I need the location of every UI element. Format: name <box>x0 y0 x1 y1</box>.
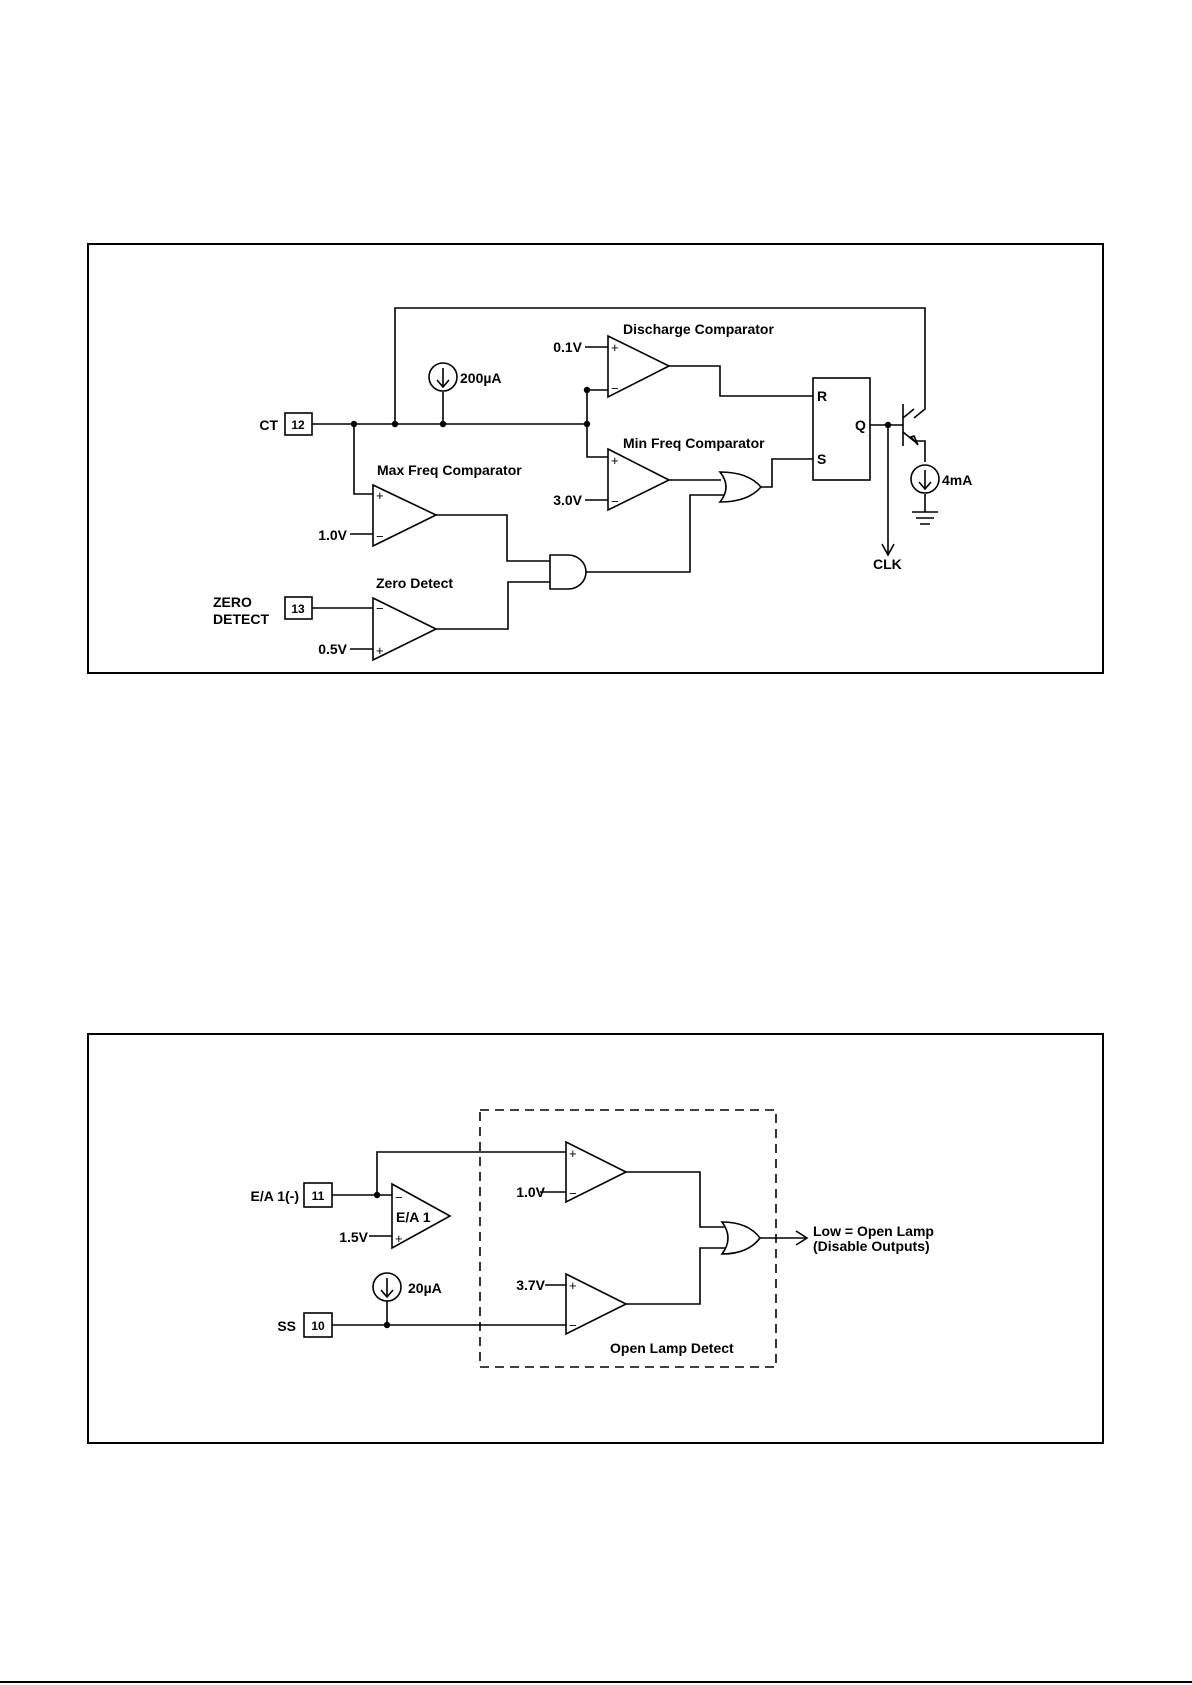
zero-plus: + <box>376 643 384 658</box>
top-plus: + <box>569 1146 577 1161</box>
clk-label: CLK <box>873 556 902 572</box>
minfreq-minus: − <box>611 494 619 509</box>
maxfreq-minus: − <box>376 529 384 544</box>
and-gate <box>550 555 586 589</box>
flipflop-r: R <box>817 388 827 404</box>
page-bottom-rule <box>0 1681 1192 1683</box>
comp-top-ref: 1.0V <box>516 1184 545 1200</box>
open-lamp-comparator-top: + − 1.0V <box>516 1142 626 1202</box>
current-source-4ma: 4mA <box>911 465 972 493</box>
pin-zero-number: 13 <box>291 602 305 616</box>
min-freq-comparator-ref: 3.0V <box>553 492 582 508</box>
current-source-20ua-label: 20µA <box>408 1280 442 1296</box>
diagram1-junctions <box>351 387 891 428</box>
zero-detect-title: Zero Detect <box>376 575 453 591</box>
bottom-minus: − <box>569 1318 577 1333</box>
pin-ea: 11 E/A 1(-) <box>251 1183 332 1207</box>
flipflop-q: Q <box>855 417 866 433</box>
zero-detect-comparator: − + Zero Detect 0.5V <box>318 575 453 660</box>
min-freq-comparator-title: Min Freq Comparator <box>623 435 765 451</box>
ea-amplifier-ref: 1.5V <box>339 1229 368 1245</box>
comp-bottom-ref: 3.7V <box>516 1277 545 1293</box>
discharge-minus: − <box>611 381 619 396</box>
top-minus: − <box>569 1186 577 1201</box>
pin-zero-label-1: ZERO <box>213 594 252 610</box>
max-freq-comparator-ref: 1.0V <box>318 527 347 543</box>
current-source-200ua: 200µA <box>429 363 502 391</box>
ea-minus: − <box>395 1190 403 1205</box>
pin-zero-detect: 13 ZERO DETECT <box>213 594 312 627</box>
current-source-200ua-label: 200µA <box>460 370 502 386</box>
or-gate-2 <box>722 1222 760 1254</box>
pin-ct: 12 CT <box>259 413 312 435</box>
diagram2-frame <box>88 1034 1103 1443</box>
ea-amplifier: − + E/A 1 1.5V <box>339 1184 450 1248</box>
pin-ct-label: CT <box>259 417 278 433</box>
discharge-comparator-ref: 0.1V <box>553 339 582 355</box>
or-gate-1 <box>720 472 761 502</box>
current-source-20ua: 20µA <box>373 1273 442 1301</box>
pin-zero-label-2: DETECT <box>213 611 269 627</box>
zero-detect-ref: 0.5V <box>318 641 347 657</box>
pin-ea-label: E/A 1(-) <box>251 1188 299 1204</box>
max-freq-comparator: + − Max Freq Comparator 1.0V <box>318 462 522 546</box>
pin-ss-number: 10 <box>311 1319 325 1333</box>
discharge-comparator: + − Discharge Comparator 0.1V <box>553 321 774 397</box>
discharge-comparator-title: Discharge Comparator <box>623 321 774 337</box>
pin-ss-label: SS <box>277 1318 296 1334</box>
output-label-2: (Disable Outputs) <box>813 1238 930 1254</box>
pin-ct-number: 12 <box>291 418 305 432</box>
pin-ea-number: 11 <box>312 1189 325 1203</box>
bottom-plus: + <box>569 1278 577 1293</box>
zero-minus: − <box>376 601 384 616</box>
pin-ss: 10 SS <box>277 1313 332 1337</box>
ea-amplifier-title: E/A 1 <box>396 1209 431 1225</box>
rs-flipflop: R S Q <box>813 378 870 480</box>
current-source-4ma-label: 4mA <box>942 472 972 488</box>
minfreq-plus: + <box>611 453 619 468</box>
open-lamp-detect-label: Open Lamp Detect <box>610 1340 734 1356</box>
flipflop-s: S <box>817 451 826 467</box>
discharge-plus: + <box>611 340 619 355</box>
ea-plus: + <box>395 1231 403 1246</box>
max-freq-comparator-title: Max Freq Comparator <box>377 462 522 478</box>
maxfreq-plus: + <box>376 488 384 503</box>
output-label-1: Low = Open Lamp <box>813 1223 934 1239</box>
oscillator-diagram: 12 CT 13 ZERO DETECT 200µA 4mA + − Disch… <box>88 244 1103 673</box>
open-lamp-diagram: 11 E/A 1(-) 10 SS − + E/A 1 1.5V 20µA + … <box>88 1034 1103 1443</box>
